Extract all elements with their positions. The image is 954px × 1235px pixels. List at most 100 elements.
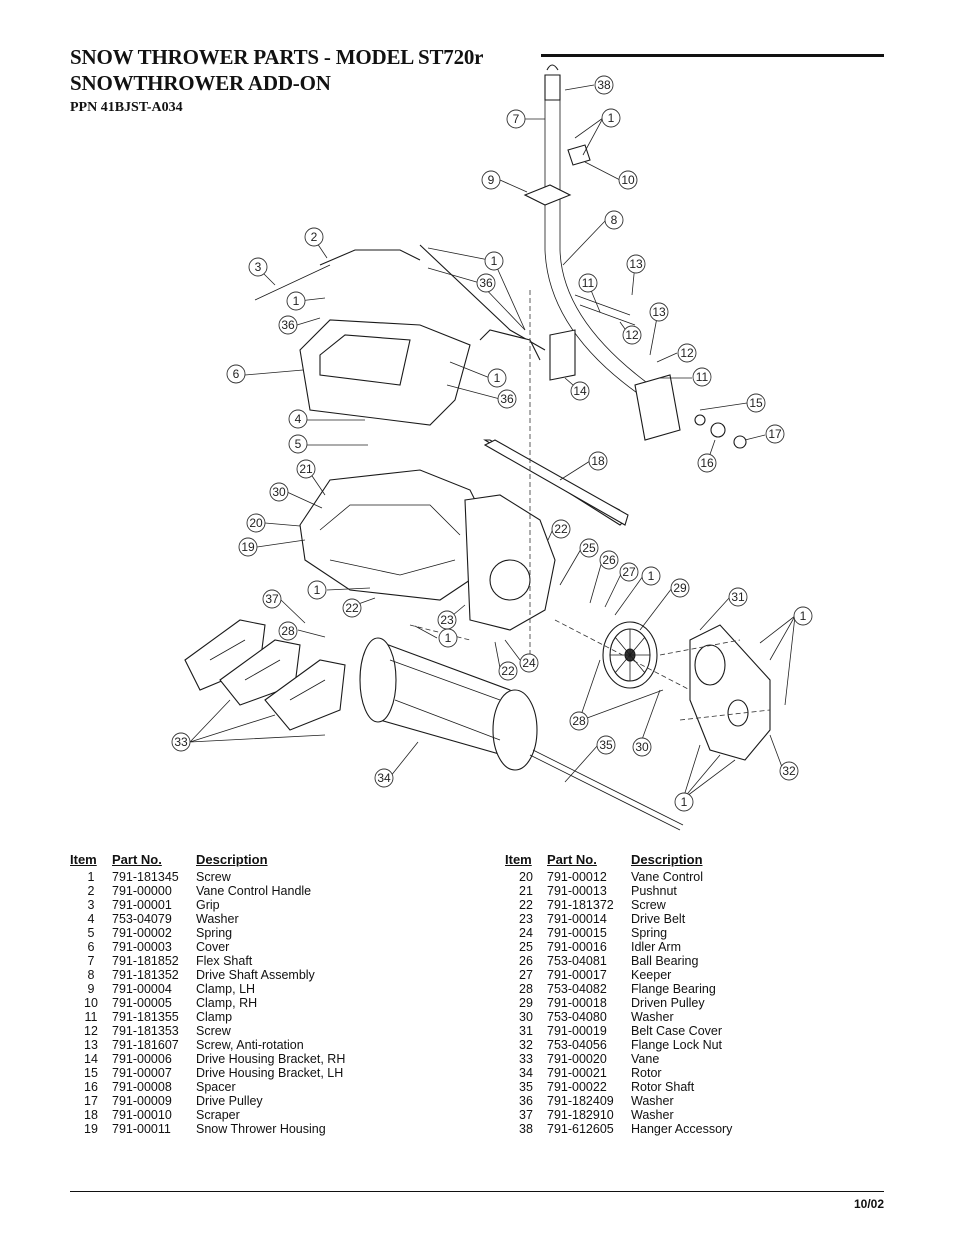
part-number: 791-00009 bbox=[112, 1094, 172, 1108]
svg-text:24: 24 bbox=[522, 656, 536, 670]
svg-text:13: 13 bbox=[629, 257, 643, 271]
svg-text:22: 22 bbox=[345, 601, 359, 615]
vanes-drawing bbox=[184, 619, 346, 731]
rotor-shaft-drawing bbox=[529, 749, 684, 831]
svg-text:21: 21 bbox=[299, 462, 313, 476]
callout-37: 37 bbox=[262, 589, 282, 609]
part-description: Flange Bearing bbox=[631, 982, 716, 996]
callout-1: 1 bbox=[487, 368, 507, 388]
item-number: 12 bbox=[84, 1024, 98, 1038]
part-description: Spring bbox=[196, 926, 233, 940]
part-number: 791-00003 bbox=[112, 940, 172, 954]
callout-4: 4 bbox=[288, 409, 308, 429]
part-number: 791-00021 bbox=[547, 1066, 607, 1080]
part-description: Drive Housing Bracket, LH bbox=[196, 1066, 344, 1080]
part-number: 791-00000 bbox=[112, 884, 172, 898]
part-number: 791-00013 bbox=[547, 884, 607, 898]
header-part-no: Part No. bbox=[547, 852, 597, 867]
callout-6: 6 bbox=[226, 364, 246, 384]
svg-text:28: 28 bbox=[281, 624, 295, 638]
part-number: 791-00015 bbox=[547, 926, 607, 940]
part-description: Spring bbox=[631, 926, 668, 940]
item-number: 19 bbox=[84, 1122, 98, 1136]
item-number: 18 bbox=[84, 1108, 98, 1122]
part-description: Scraper bbox=[196, 1108, 240, 1122]
svg-text:7: 7 bbox=[513, 112, 520, 126]
callout-10: 10 bbox=[618, 170, 638, 190]
callout-8: 8 bbox=[604, 210, 624, 230]
svg-text:12: 12 bbox=[625, 328, 639, 342]
item-number: 25 bbox=[519, 940, 533, 954]
item-number: 21 bbox=[519, 884, 533, 898]
item-number: 11 bbox=[84, 1010, 98, 1024]
callout-33: 33 bbox=[171, 732, 191, 752]
svg-text:3: 3 bbox=[255, 260, 262, 274]
svg-text:23: 23 bbox=[440, 613, 454, 627]
svg-text:35: 35 bbox=[599, 738, 613, 752]
item-number: 33 bbox=[519, 1052, 533, 1066]
svg-text:12: 12 bbox=[680, 346, 694, 360]
item-number: 31 bbox=[519, 1024, 533, 1038]
belt-case-cover-drawing bbox=[689, 624, 771, 761]
item-number: 22 bbox=[519, 898, 533, 912]
callout-1: 1 bbox=[793, 606, 813, 626]
part-description: Vane Control Handle bbox=[196, 884, 312, 898]
callout-21: 21 bbox=[296, 459, 316, 479]
callout-32: 32 bbox=[779, 761, 799, 781]
callout-36: 36 bbox=[278, 315, 298, 335]
callout-1: 1 bbox=[438, 628, 458, 648]
svg-text:1: 1 bbox=[445, 631, 452, 645]
callout-22: 22 bbox=[551, 519, 571, 539]
header-item: Item bbox=[70, 852, 97, 867]
callout-26: 26 bbox=[599, 550, 619, 570]
part-description: Snow Thrower Housing bbox=[196, 1122, 326, 1136]
svg-text:6: 6 bbox=[233, 367, 240, 381]
svg-text:26: 26 bbox=[602, 553, 616, 567]
item-number: 20 bbox=[519, 870, 533, 884]
part-number: 753-04082 bbox=[547, 982, 607, 996]
header-description: Description bbox=[196, 852, 268, 867]
ppn-label: PPN 41BJST-A034 bbox=[70, 100, 183, 115]
callout-30: 30 bbox=[269, 482, 289, 502]
item-number: 15 bbox=[84, 1066, 98, 1080]
part-description: Screw bbox=[631, 898, 666, 912]
part-description: Drive Shaft Assembly bbox=[196, 968, 315, 982]
part-number: 753-04079 bbox=[112, 912, 172, 926]
header-item: Item bbox=[505, 852, 532, 867]
part-number: 791-00018 bbox=[547, 996, 607, 1010]
callout-22: 22 bbox=[342, 598, 362, 618]
part-description: Screw bbox=[196, 870, 231, 884]
callout-28: 28 bbox=[569, 711, 589, 731]
part-description: Clamp, LH bbox=[196, 982, 256, 996]
callout-14: 14 bbox=[570, 381, 590, 401]
item-number: 7 bbox=[87, 954, 95, 968]
item-number: 34 bbox=[519, 1066, 533, 1080]
assembly-lines bbox=[409, 290, 771, 721]
part-number: 791-612605 bbox=[547, 1122, 614, 1136]
svg-text:19: 19 bbox=[241, 540, 255, 554]
exploded-parts-diagram: 38 7 1 10 9 8 2 1 3 36 13 11 1 36 13 12 … bbox=[171, 64, 813, 831]
part-description: Driven Pulley bbox=[631, 996, 705, 1010]
svg-text:4: 4 bbox=[295, 412, 302, 426]
svg-text:5: 5 bbox=[295, 437, 302, 451]
svg-text:1: 1 bbox=[314, 583, 321, 597]
part-number: 791-181372 bbox=[547, 898, 614, 912]
svg-text:22: 22 bbox=[501, 664, 515, 678]
item-number: 8 bbox=[87, 968, 95, 982]
